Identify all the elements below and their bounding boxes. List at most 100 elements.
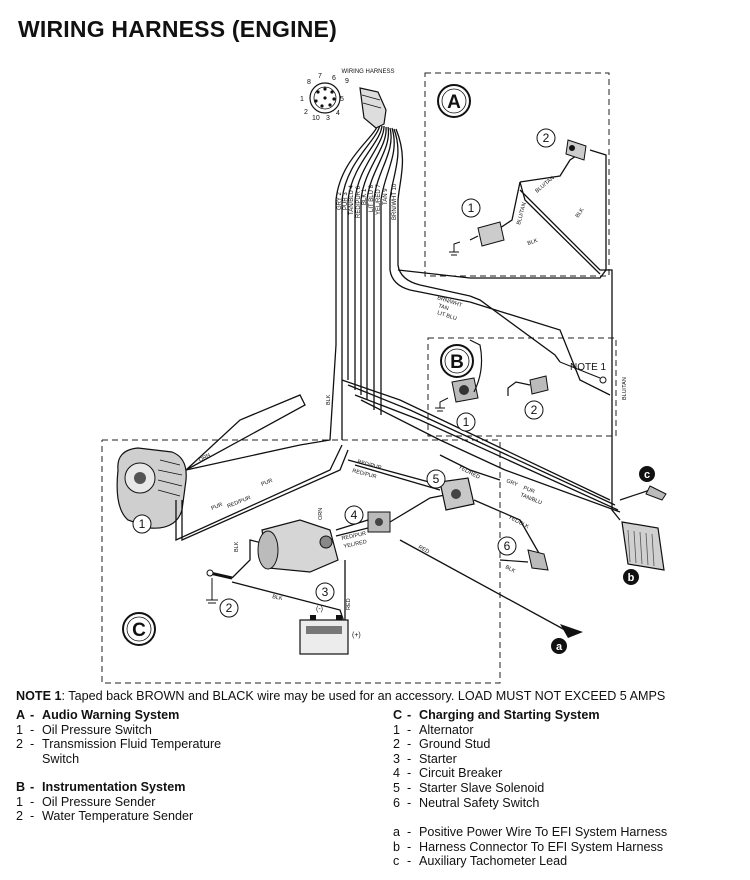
svg-text:B: B [450, 352, 464, 373]
page-title: WIRING HARNESS (ENGINE) [18, 16, 337, 42]
efi-harness-connector [621, 521, 665, 571]
harness-bundle [335, 124, 471, 440]
svg-text:BLK: BLK [575, 207, 586, 219]
svg-text:BLK: BLK [326, 394, 332, 405]
svg-text:1: 1 [139, 517, 146, 531]
svg-text:A: A [447, 92, 461, 113]
svg-text:BLK: BLK [504, 564, 516, 574]
lead-a-arrow [560, 624, 583, 638]
svg-text:GRY 2: GRY 2 [337, 192, 343, 210]
svg-text:4: 4 [351, 508, 358, 522]
connector-plug [309, 82, 387, 129]
note1-tag: NOTE 1 [570, 362, 607, 373]
neutral-safety-switch [499, 549, 549, 571]
note-1: NOTE 1: Taped back BROWN and BLACK wire … [16, 689, 666, 703]
svg-text:PUR: PUR [522, 485, 535, 495]
aux-tach-lead [619, 485, 667, 501]
svg-text:PUR: PUR [211, 502, 224, 512]
svg-text:6: 6 [332, 75, 336, 82]
svg-text:YEL/RED: YEL/RED [343, 539, 367, 550]
oil-pressure-switch-a [449, 221, 505, 256]
svg-text:BRN/WHT 10: BRN/WHT 10 [392, 183, 398, 220]
svg-text:RED/PUR: RED/PUR [341, 531, 366, 542]
svg-text:BLU/TAN: BLU/TAN [516, 202, 528, 226]
svg-text:3: 3 [326, 115, 330, 122]
svg-text:6: 6 [504, 539, 511, 553]
battery-positive: (+) [352, 632, 361, 639]
section-b-box [427, 337, 617, 437]
svg-text:RED: RED [417, 544, 430, 555]
svg-text:b: b [628, 572, 635, 584]
svg-text:TAN/BLU: TAN/BLU [519, 492, 542, 506]
svg-text:TAN 9: TAN 9 [383, 188, 389, 205]
svg-text:ORN: ORN [318, 508, 324, 520]
svg-text:8: 8 [307, 79, 311, 86]
svg-text:7: 7 [318, 73, 322, 80]
svg-text:GRY: GRY [505, 478, 519, 488]
svg-text:2: 2 [531, 403, 538, 417]
ground-stud [206, 569, 233, 604]
svg-text:1: 1 [468, 201, 475, 215]
svg-text:BLK: BLK [272, 594, 284, 602]
callout-c2: 2 [219, 598, 239, 618]
callout-c5: 5 [426, 469, 446, 489]
alternator [116, 447, 187, 529]
svg-text:RED/PUR 6: RED/PUR 6 [356, 185, 362, 218]
connector-label: WIRING HARNESS [341, 69, 394, 75]
starter-slave-solenoid [439, 477, 475, 511]
battery-negative: (-) [316, 606, 323, 613]
svg-text:2: 2 [304, 109, 308, 116]
callout-c6: 6 [497, 536, 517, 556]
section-c-box [101, 439, 501, 684]
section-marker-a: A [437, 84, 471, 118]
section-marker-b: B [440, 344, 474, 378]
callout-c4: 4 [344, 505, 364, 525]
svg-text:TAN/BLU 4: TAN/BLU 4 [349, 184, 355, 215]
section-a-box [424, 72, 610, 277]
svg-text:BLU/TAN: BLU/TAN [622, 377, 628, 400]
svg-text:9: 9 [345, 78, 349, 85]
svg-text:YEL/RED: YEL/RED [457, 464, 481, 480]
svg-text:BLK 1: BLK 1 [362, 188, 368, 205]
water-temp-sender-b [507, 375, 549, 396]
lead-marker-c: c [639, 466, 655, 482]
svg-text:RED: RED [346, 598, 352, 610]
trans-temp-switch-a [565, 139, 587, 161]
svg-text:3: 3 [322, 585, 329, 599]
oil-pressure-sender-b [435, 339, 483, 412]
callout-a1: 1 [461, 198, 481, 218]
svg-text:c: c [644, 469, 650, 481]
svg-text:YEL/RED 7: YEL/RED 7 [376, 184, 382, 215]
callout-c1: 1 [132, 514, 152, 534]
legend-leads: a-Positive Power Wire To EFI System Harn… [393, 825, 668, 869]
svg-text:LIT BLU 8: LIT BLU 8 [369, 184, 375, 212]
legend-b: B-Instrumentation System 1-Oil Pressure … [16, 780, 194, 824]
callout-b1: 1 [456, 412, 476, 432]
svg-text:BLK: BLK [527, 238, 539, 247]
svg-text:4: 4 [336, 110, 340, 117]
svg-text:2: 2 [543, 131, 550, 145]
svg-text:a: a [556, 641, 563, 653]
svg-text:ORN: ORN [198, 452, 212, 463]
svg-text:2: 2 [226, 601, 233, 615]
legend-a: A-Audio Warning System 1-Oil Pressure Sw… [16, 708, 222, 766]
section-marker-c: C [122, 612, 156, 646]
circuit-breaker [367, 511, 391, 533]
svg-text:1: 1 [300, 96, 304, 103]
svg-text:BLK: BLK [234, 541, 240, 552]
svg-text:5: 5 [433, 472, 440, 486]
svg-text:1: 1 [463, 415, 470, 429]
svg-text:TAN: TAN [437, 303, 449, 312]
svg-text:YEL/BLK: YEL/BLK [507, 514, 530, 530]
svg-text:C: C [132, 620, 146, 641]
svg-text:LIT BLU: LIT BLU [436, 310, 457, 322]
callout-a2: 2 [536, 128, 556, 148]
svg-text:5: 5 [340, 96, 344, 103]
svg-text:PUR 3: PUR 3 [343, 192, 349, 210]
wiring-diagram: 7 6 8 5 1 4 2 10 3 9 WIRING HARNESS GRY … [101, 69, 667, 684]
legend-c: C-Charging and Starting System 1-Alterna… [393, 708, 600, 810]
battery [299, 615, 349, 655]
svg-text:10: 10 [312, 115, 320, 122]
callout-b2: 2 [524, 400, 544, 420]
lead-marker-a: a [551, 638, 567, 654]
